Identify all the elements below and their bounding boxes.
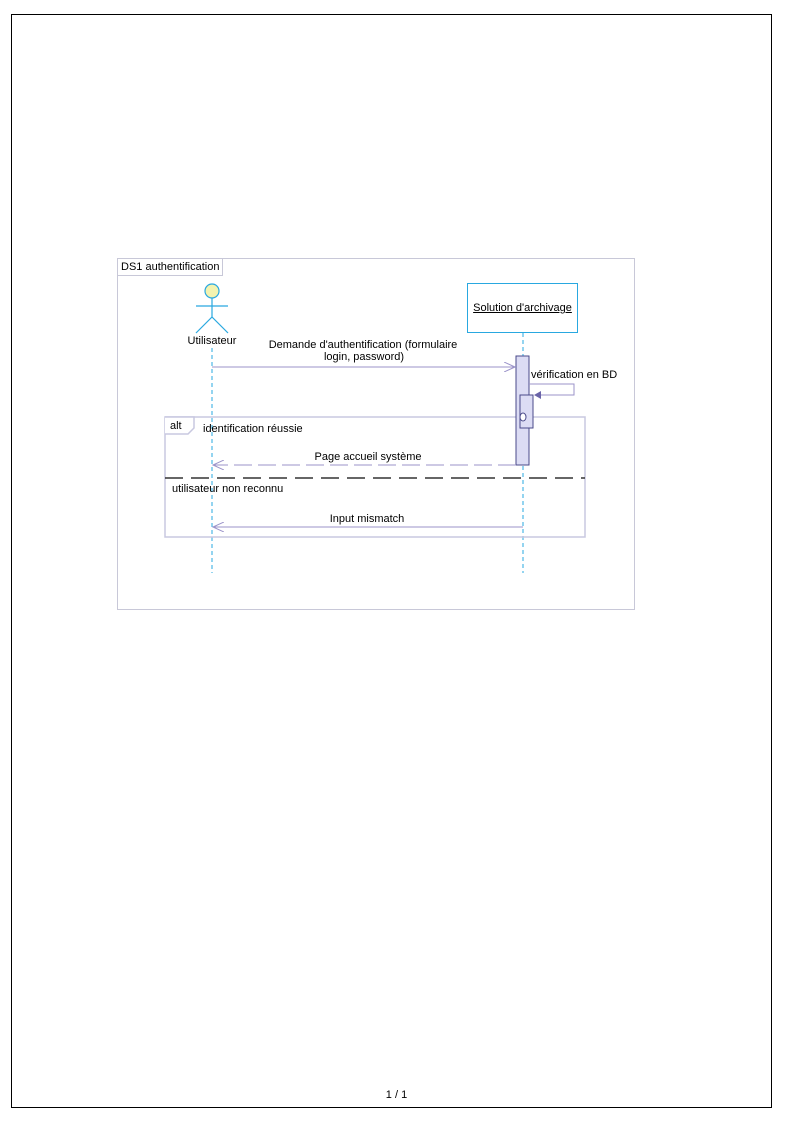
- alt-fragment-tag: [165, 416, 195, 435]
- alt-label: alt: [170, 420, 182, 432]
- guard-failure: utilisateur non reconnu: [172, 483, 284, 495]
- frame-title: DS1 authentification: [118, 259, 224, 276]
- diagram-frame: DS1 authentification: [117, 258, 635, 610]
- page-border: [11, 14, 772, 1108]
- actor-figure: [195, 283, 229, 334]
- page-number: 1 / 1: [385, 1089, 408, 1101]
- request-message-label-1: Demande d'authentification (formulaire: [268, 339, 458, 351]
- self-message-label: vérification en BD: [531, 369, 618, 381]
- system-lifeline-head: Solution d'archivage: [467, 283, 578, 333]
- success-message-label: Page accueil système: [314, 451, 422, 463]
- connector-marker: [519, 412, 527, 422]
- alt-fragment: [164, 416, 586, 538]
- system-label: Solution d'archivage: [473, 302, 572, 314]
- guard-success: identification réussie: [203, 423, 303, 435]
- request-message-label-2: login, password): [323, 351, 405, 363]
- failure-message-label: Input mismatch: [329, 513, 405, 525]
- self-message-arrow: [529, 383, 575, 399]
- actor-label: Utilisateur: [187, 335, 237, 347]
